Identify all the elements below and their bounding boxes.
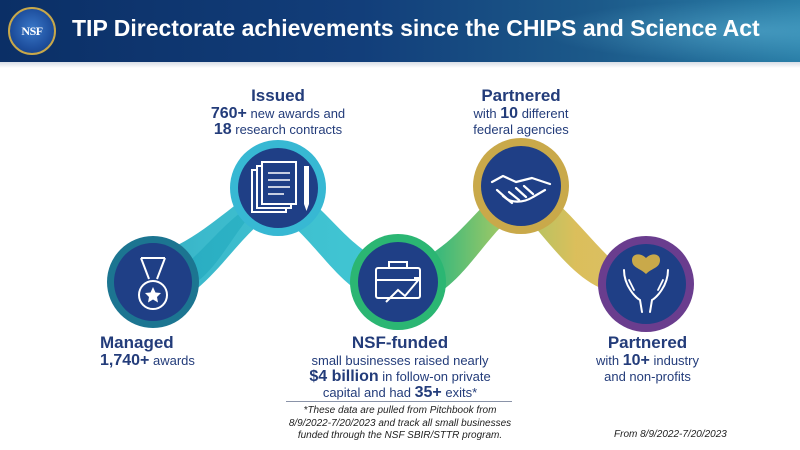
page-title: TIP Directorate achievements since the C… bbox=[72, 15, 760, 41]
partnered-industry-circle bbox=[598, 236, 694, 332]
issued-value-2: 18 bbox=[213, 121, 232, 138]
partnered-agencies-line-2: federal agencies bbox=[473, 122, 569, 137]
footnote-line-3: funded through the NSF SBIR/STTR program… bbox=[297, 430, 503, 441]
nsf-funded-heading: NSF-funded bbox=[351, 333, 449, 352]
partnered-agencies-text-1: with bbox=[473, 106, 501, 121]
partnered-industry-text: Partnered with 10+ industry and non-prof… bbox=[585, 333, 710, 385]
nsf-funded-line-3: capital and had 35+ exits* bbox=[300, 385, 500, 401]
nsf-funded-line-2: $4 billion in follow-on private bbox=[300, 369, 500, 385]
nsf-funded-line-1: small businesses raised nearly bbox=[311, 353, 489, 368]
managed-heading: Managed bbox=[100, 333, 174, 352]
footnote-divider bbox=[286, 401, 512, 402]
partnered-industry-heading: Partnered bbox=[607, 333, 688, 352]
hands-heart-icon bbox=[623, 254, 669, 313]
nsf-funded-value-2: 35+ bbox=[414, 384, 442, 401]
nsf-funded-circle bbox=[350, 234, 446, 330]
nsf-funded-text-2: in follow-on private bbox=[378, 369, 491, 384]
partnered-agencies-heading: Partnered bbox=[481, 86, 561, 105]
managed-text-1: awards bbox=[149, 353, 195, 368]
managed-value: 1,740+ bbox=[100, 352, 150, 369]
issued-value-1: 760+ bbox=[210, 105, 247, 122]
managed-text: Managed 1,740+ awards bbox=[100, 333, 210, 369]
partnered-industry-text-1: with bbox=[595, 353, 623, 368]
partnered-agencies-text-2: different bbox=[518, 106, 569, 121]
issued-text-2: research contracts bbox=[231, 122, 343, 137]
partnered-industry-line-2: and non-profits bbox=[604, 369, 691, 384]
partnered-agencies-circle bbox=[473, 138, 569, 234]
issued-line-2: 18 research contracts bbox=[198, 122, 358, 138]
issued-line-1: 760+ new awards and bbox=[198, 106, 358, 122]
issued-text-1: new awards and bbox=[246, 106, 346, 121]
issued-text: Issued 760+ new awards and 18 research c… bbox=[198, 86, 358, 138]
partnered-industry-line-1: with 10+ industry bbox=[585, 353, 710, 369]
nsf-logo-icon: NSF bbox=[8, 7, 56, 55]
partnered-industry-value: 10+ bbox=[622, 352, 650, 369]
partnered-agencies-line-1: with 10 different bbox=[446, 106, 596, 122]
nsf-funded-text: NSF-funded small businesses raised nearl… bbox=[300, 333, 500, 401]
partnered-agencies-value: 10 bbox=[500, 105, 519, 122]
footnote-line-2: 8/9/2022-7/20/2023 and track all small b… bbox=[288, 417, 512, 429]
handshake-icon bbox=[490, 174, 552, 205]
nsf-funded-value-1: $4 billion bbox=[309, 368, 379, 385]
header-shadow bbox=[0, 62, 800, 68]
briefcase-chart-icon bbox=[375, 261, 421, 303]
nsf-funded-text-3: capital and had bbox=[322, 385, 415, 400]
managed-line: 1,740+ awards bbox=[100, 353, 210, 369]
nsf-funded-text-4: exits* bbox=[441, 385, 478, 400]
documents-pen-icon bbox=[251, 161, 309, 213]
medal-icon bbox=[138, 257, 168, 310]
header-glow bbox=[540, 0, 800, 62]
header-banner: NSF TIP Directorate achievements since t… bbox=[0, 0, 800, 62]
date-range: From 8/9/2022-7/20/2023 bbox=[614, 429, 727, 440]
partnered-industry-text-2: industry bbox=[649, 353, 699, 368]
footnote: *These data are pulled from Pitchbook fr… bbox=[255, 405, 545, 443]
partnered-agencies-text: Partnered with 10 different federal agen… bbox=[446, 86, 596, 138]
logo-text: NSF bbox=[21, 24, 43, 38]
footnote-line-1: *These data are pulled from Pitchbook fr… bbox=[303, 405, 497, 416]
issued-heading: Issued bbox=[251, 86, 305, 105]
